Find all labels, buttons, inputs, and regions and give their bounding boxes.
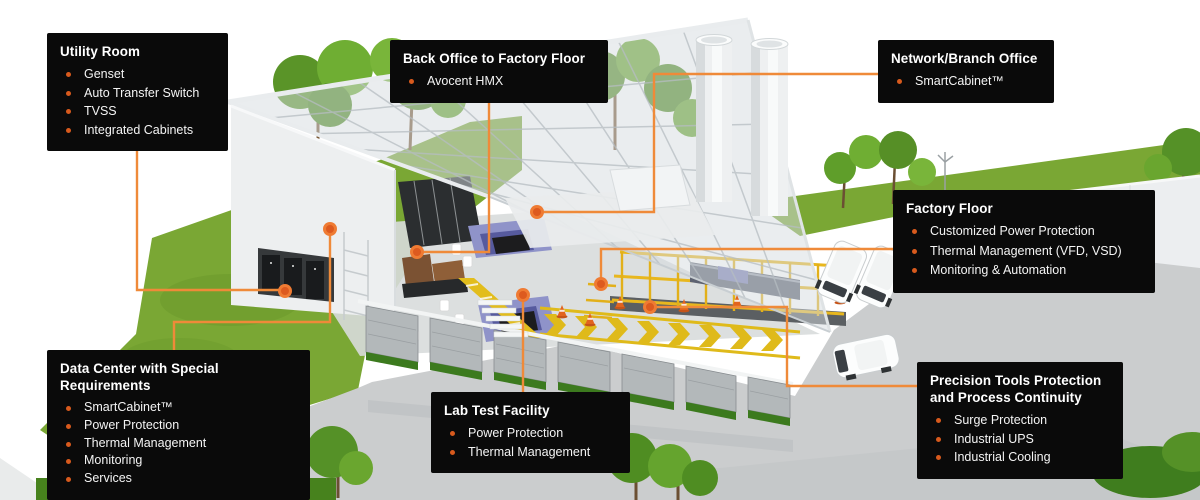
staircase: [477, 299, 529, 338]
tree-far-right: [1144, 128, 1200, 197]
callout-network-branch-office: Network/Branch Office SmartCabinet™: [878, 40, 1054, 103]
callout-items: SmartCabinet™: [891, 72, 1041, 91]
front-fence: [357, 299, 794, 426]
callout-item: Monitoring: [60, 452, 297, 470]
callout-item: Thermal Management (VFD, VSD): [906, 242, 1142, 262]
callout-data-center: Data Center with Special Requirements Sm…: [47, 350, 310, 500]
utility-room-opening: [258, 248, 334, 302]
callout-item: Avocent HMX: [403, 72, 595, 91]
callout-item: Industrial Cooling: [930, 448, 1110, 467]
chimney-right: [750, 38, 789, 216]
connector-dot-network-branch: [530, 205, 544, 219]
callout-title: Network/Branch Office: [891, 51, 1038, 66]
callout-precision-tools: Precision Tools Protection and Process C…: [917, 362, 1123, 479]
callout-item: Power Protection: [60, 417, 297, 435]
connector-dot-back-office: [410, 245, 424, 259]
callout-item: Integrated Cabinets: [60, 121, 215, 140]
callout-item: Surge Protection: [930, 411, 1110, 430]
callout-item: TVSS: [60, 102, 215, 121]
callout-item: SmartCabinet™: [60, 399, 297, 417]
tree-between-boxes: [306, 426, 373, 498]
connectors: [135, 72, 922, 396]
callout-back-office: Back Office to Factory Floor Avocent HMX: [390, 40, 608, 103]
server-rack-row: [398, 176, 482, 248]
callout-item: Power Protection: [444, 424, 617, 443]
callout-item: Services: [60, 470, 297, 488]
callout-title: Data Center with Special Requirements: [60, 361, 219, 393]
tree-group-right-lawn: [824, 131, 936, 209]
callout-item: SmartCabinet™: [891, 72, 1041, 91]
left-wing-wall: [230, 104, 396, 326]
right-grass-band: [752, 140, 1200, 236]
callout-item: Industrial UPS: [930, 430, 1110, 449]
roof-office-deck: [505, 164, 715, 248]
callout-item: Genset: [60, 65, 215, 84]
callout-title: Lab Test Facility: [444, 403, 550, 418]
callout-item: Monitoring & Automation: [906, 261, 1142, 281]
connector-factory-floor: [599, 247, 900, 282]
callout-item: Thermal Management: [60, 435, 297, 453]
connector-utility-room: [135, 140, 285, 292]
van-1: [814, 240, 867, 304]
connector-data-center: [172, 232, 332, 356]
lumber-stacks: [402, 254, 468, 298]
connector-dots: [278, 205, 657, 314]
connector-dot-precision-tools: [643, 300, 657, 314]
callout-factory-floor: Factory Floor Customized Power Protectio…: [893, 190, 1155, 293]
callout-title: Precision Tools Protection and Process C…: [930, 373, 1102, 405]
connector-precision-tools: [653, 305, 922, 388]
callout-title: Utility Room: [60, 44, 141, 59]
callout-title: Back Office to Factory Floor: [403, 51, 586, 66]
callout-item: Auto Transfer Switch: [60, 84, 215, 103]
callout-item: Thermal Management: [444, 443, 617, 462]
connector-dot-lab-test: [516, 288, 530, 302]
connector-dot-factory-floor: [594, 277, 608, 291]
callout-title: Factory Floor: [906, 201, 993, 216]
connector-dot-utility-room: [278, 284, 292, 298]
chimney-left: [695, 34, 733, 202]
callout-items: Avocent HMX: [403, 72, 595, 91]
connector-dot-data-center: [323, 222, 337, 236]
connector-back-office: [420, 98, 491, 254]
callout-item: Customized Power Protection: [906, 222, 1142, 242]
chevron-floor-markings: [539, 306, 801, 360]
connector-network-branch: [540, 72, 884, 214]
van-3: [832, 333, 900, 381]
